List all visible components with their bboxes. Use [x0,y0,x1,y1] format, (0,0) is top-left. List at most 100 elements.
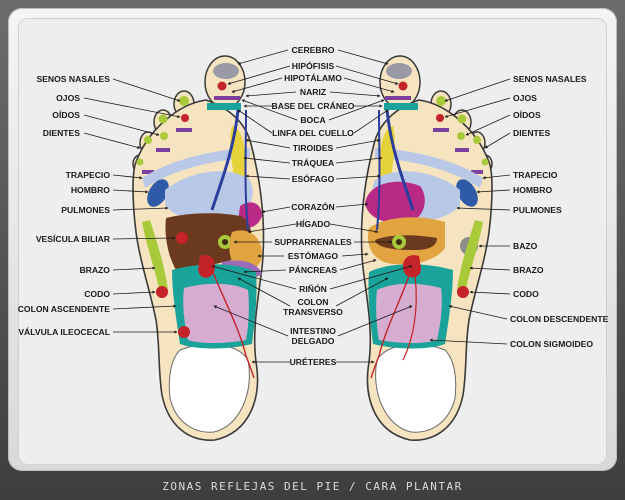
label-hipotalamo: HIPOTÁLAMO [231,73,395,93]
center-labels: CEREBRO HIPÓFISIS HIPOTÁLAMO NARIZ BASE … [211,45,413,367]
label-cerebro: CEREBRO [237,45,389,65]
left-kidney-zone [198,254,216,278]
label-intestino-text-2: DELGADO [292,336,335,346]
left-intestine-zone [183,283,249,343]
label-corazon-text: CORAZÓN [291,201,334,212]
label-hipofisis-text: HIPÓFISIS [292,60,335,71]
left-labels: SENOS NASALES OJOS OÍDOS DIENTES TRAPECI… [18,74,181,337]
right-labels: SENOS NASALES OJOS OÍDOS DIENTES TRAPECI… [429,74,609,349]
label-hombro-right-text: HOMBRO [513,185,552,195]
label-boca-text: BOCA [300,115,325,125]
right-sinus-4 [473,136,481,144]
label-estomago: ESTÓMAGO [257,250,369,261]
label-hipotalamo-text: HIPOTÁLAMO [284,73,342,83]
label-oidos-left-text: OÍDOS [52,110,80,120]
right-elbow-zone [457,286,469,298]
label-pulmones-right-text: PULMONES [513,205,562,215]
label-base-craneo-text: BASE DEL CRÁNEO [272,101,355,111]
left-elbow-zone [156,286,168,298]
label-valvula-text: VÁLVULA ILEOCECAL [18,327,110,337]
label-traquea: TRÁQUEA [243,156,383,168]
right-intestine-zone [376,283,442,343]
label-higado-text: HÍGADO [296,219,331,229]
label-hombro-left: HOMBRO [71,185,149,195]
left-pituitary [217,81,227,91]
label-cerebro-text: CEREBRO [292,45,335,55]
diagram-caption: ZONAS REFLEJAS DEL PIE / CARA PLANTAR [162,480,463,493]
label-dientes-right-text: DIENTES [513,128,551,138]
label-hombro-left-text: HOMBRO [71,185,110,195]
label-ojos-right: OJOS [444,93,537,118]
label-hombro-right: HOMBRO [476,185,552,195]
label-colon-descendente: COLON DESCENDENTE [448,305,609,324]
label-colon-sigmoideo: COLON SIGMOIDEO [429,338,593,349]
left-ureter-line [211,269,255,379]
right-sinus-2 [436,96,446,106]
left-ear-zone [160,132,168,140]
label-ojos-right-text: OJOS [513,93,537,103]
left-adrenal-core [222,239,228,245]
label-boca: BOCA [241,99,385,125]
right-eye-zone [436,114,444,122]
left-sinus-4 [144,136,152,144]
left-teeth-zone-c [142,170,154,174]
label-trapecio-right-text: TRAPECIO [513,170,558,180]
label-ojos-left: OJOS [56,93,181,119]
label-traquea-text: TRÁQUEA [292,158,335,168]
label-estomago-text: ESTÓMAGO [288,250,338,261]
right-trapezius-band [375,148,483,188]
label-colon-transverso: COLON TRANSVERSO [237,277,389,317]
right-teeth-zone-b [455,148,469,152]
label-brazo-left-text: BRAZO [79,265,110,275]
label-vesicula-left: VESÍCULA BILIAR [36,234,176,244]
label-bazo: BAZO [478,241,538,251]
label-linfa-cuello: LINFA DEL CUELLO [237,109,389,138]
label-hipofisis: HIPÓFISIS [227,60,399,85]
label-codo-right: CODO [469,289,539,299]
label-trapecio-left: TRAPECIO [66,170,143,180]
label-ureteres: URÉTERES [251,357,375,367]
label-dientes-left-text: DIENTES [43,128,81,138]
left-stomach-zone [229,230,262,271]
label-trapecio-right: TRAPECIO [482,170,558,180]
label-dientes-right: DIENTES [484,128,551,149]
label-brazo-left: BRAZO [79,265,156,275]
label-vesicula-text: VESÍCULA BILIAR [36,234,111,244]
label-senos-left-text: SENOS NASALES [36,74,110,84]
label-colon-sigmoideo-text: COLON SIGMOIDEO [510,339,593,349]
right-sinus-3 [457,114,467,124]
label-pulmones-left-text: PULMONES [61,205,110,215]
label-ojos-left-text: OJOS [56,93,80,103]
left-brain-zone [213,63,239,79]
right-spine-line [376,109,381,231]
label-oidos-right: OÍDOS [465,110,541,136]
left-ileocecal-valve [178,326,190,338]
left-teeth-band [214,96,240,100]
label-colon-transverso-text-1: COLON [297,297,328,307]
left-spine-line [244,109,249,231]
label-brazo-right-text: BRAZO [513,265,544,275]
label-intestino-text-1: INTESTINO [290,326,336,336]
left-sinus-5 [136,158,144,166]
right-teeth-zone-c [471,170,483,174]
left-heel [168,343,250,433]
label-linfa-cuello-text: LINFA DEL CUELLO [272,128,354,138]
label-pancreas: PÁNCREAS [243,259,377,275]
label-codo-right-text: CODO [513,289,539,299]
left-esophagus-line [210,109,240,211]
label-pulmones-right: PULMONES [456,205,562,215]
right-shoulder-zone [456,179,478,207]
right-sinus-5 [481,158,489,166]
label-oidos-right-text: OÍDOS [513,110,541,120]
label-tiroides-text: TIROIDES [293,143,334,153]
label-dientes-left: DIENTES [43,128,141,149]
right-ureter-line-2 [402,275,417,361]
left-gallbladder [176,232,188,244]
right-foot [360,55,493,441]
label-rinon-text: RIÑÓN [299,283,327,294]
label-colon-descendente-text: COLON DESCENDENTE [510,314,609,324]
label-base-craneo: BASE DEL CRÁNEO [243,101,383,111]
left-sinus-2 [179,96,189,106]
right-teeth-band [385,96,411,100]
